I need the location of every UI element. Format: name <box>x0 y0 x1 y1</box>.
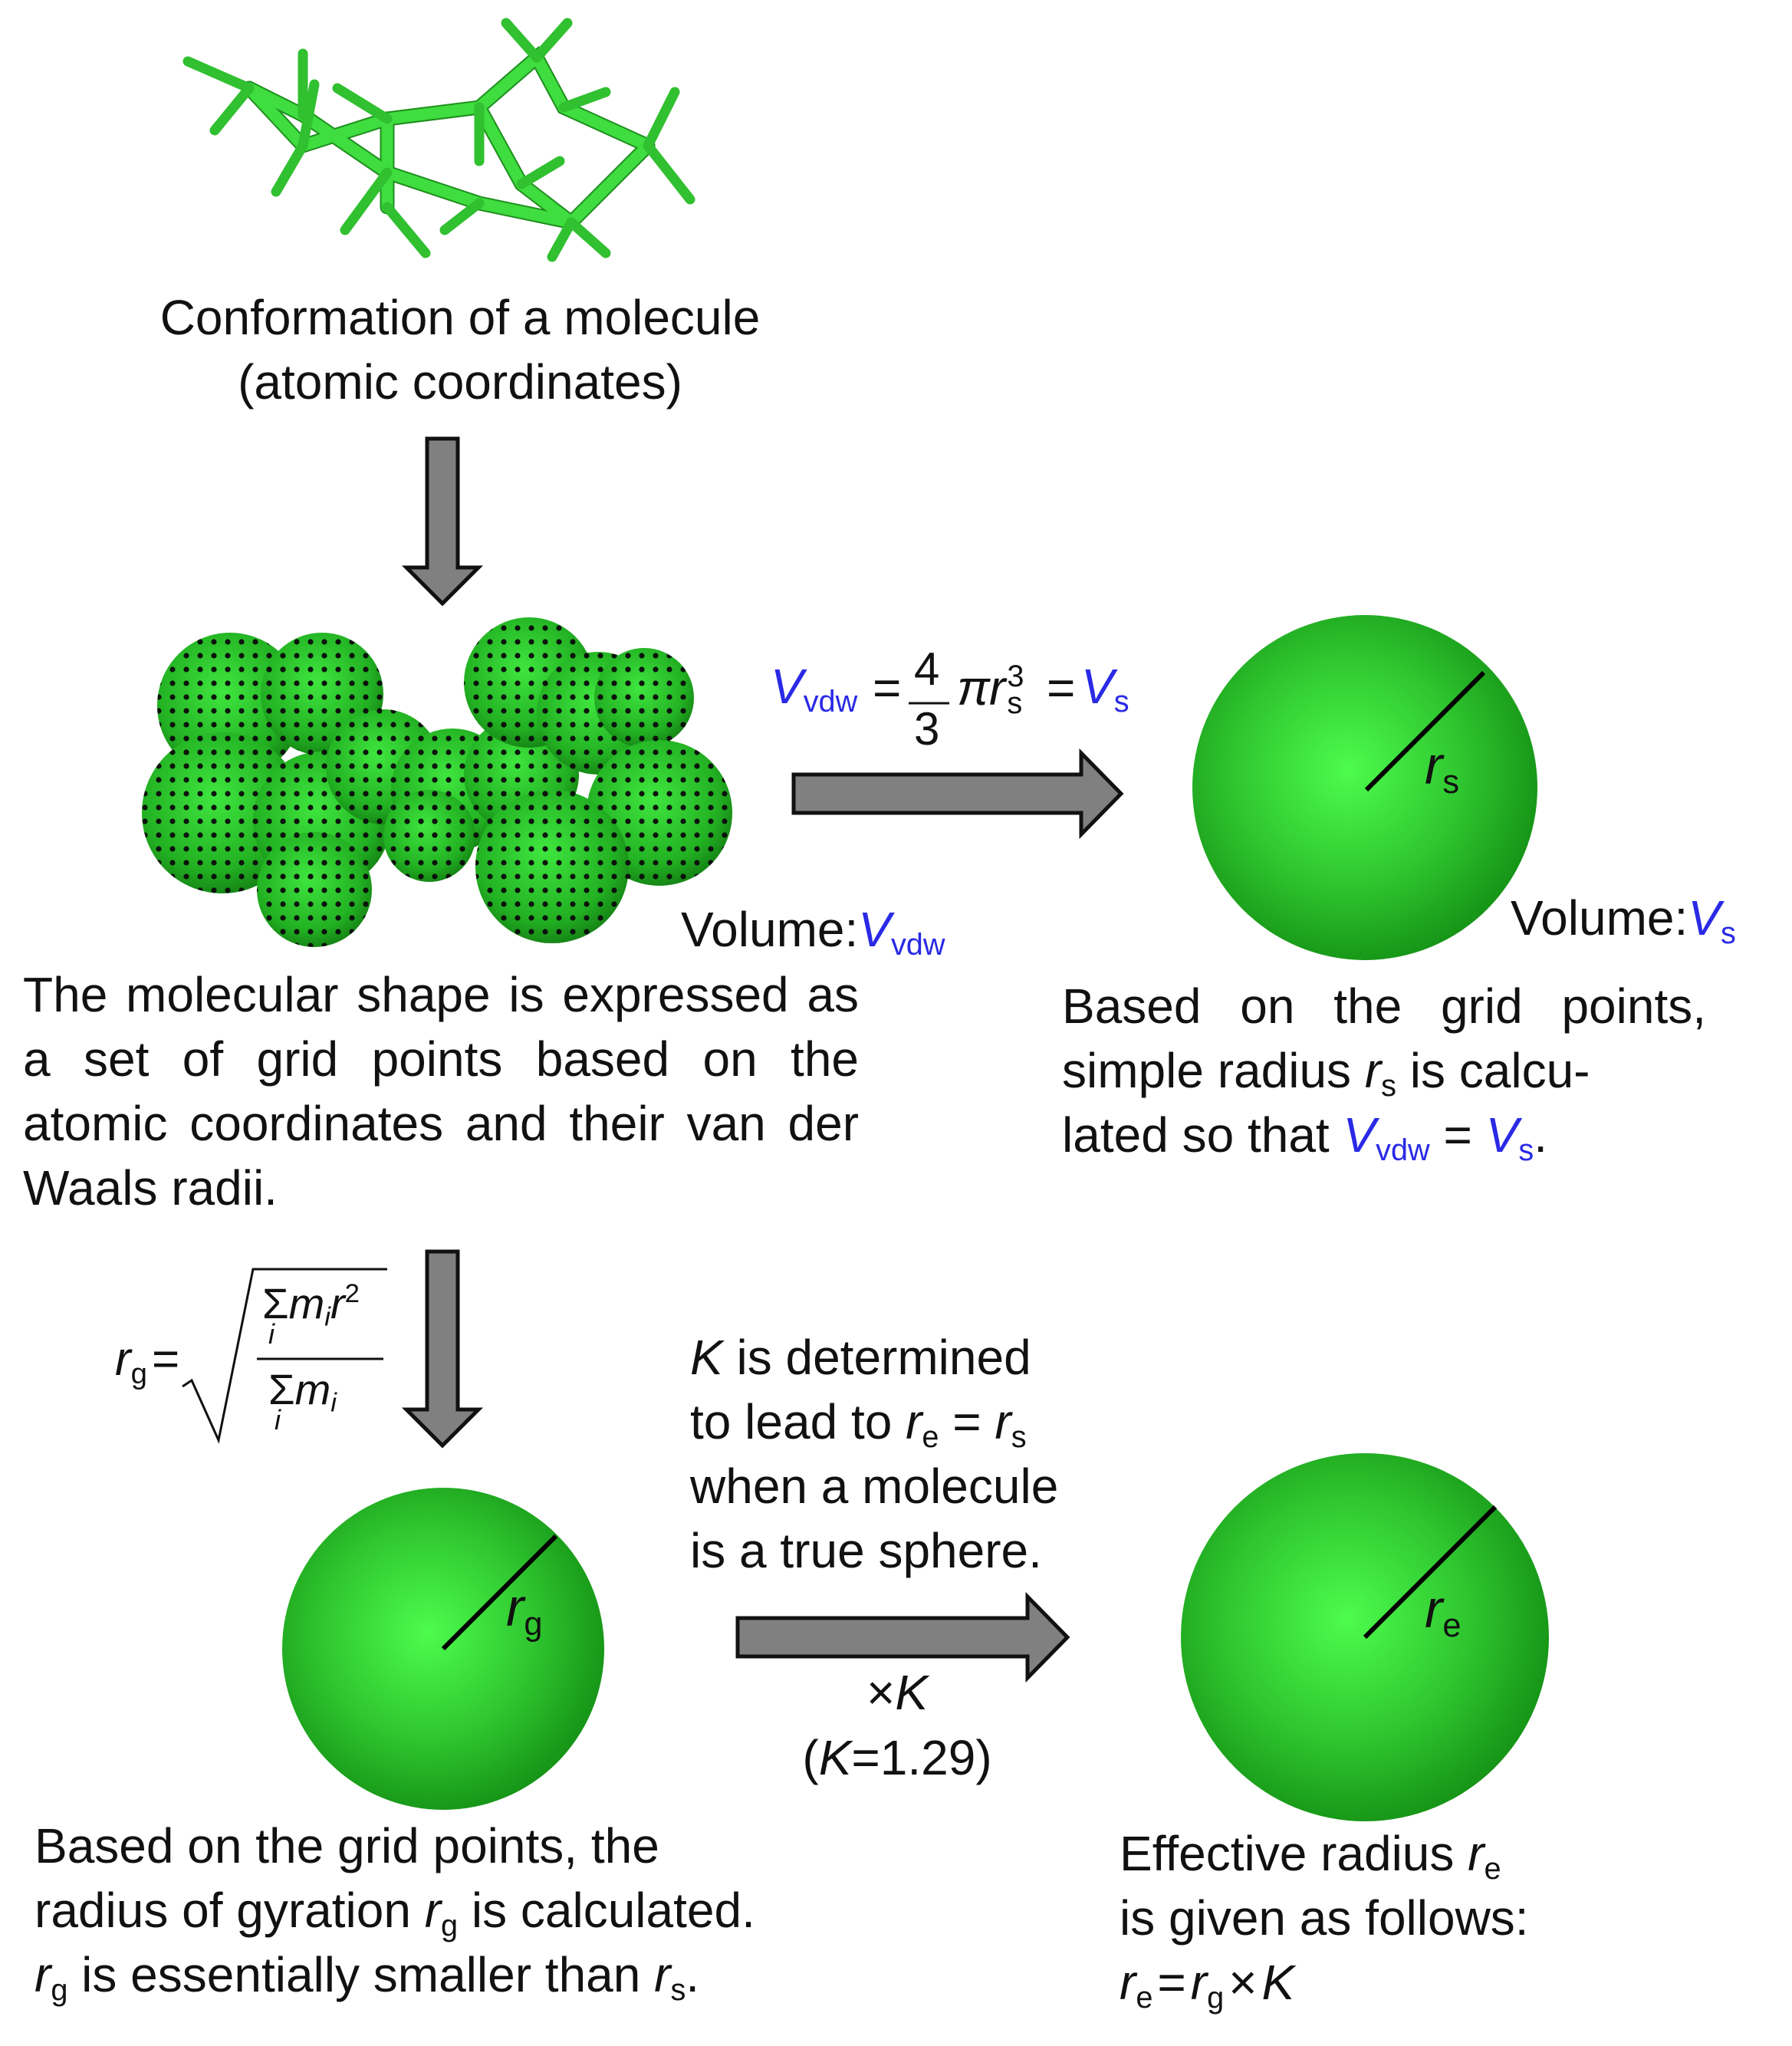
eq-equals-2: = <box>1047 660 1076 715</box>
k-determination-text: K is determined to lead to re = rs when … <box>690 1330 1059 1578</box>
grid-molecular-shape <box>142 617 732 947</box>
eq-vs: Vs <box>1081 659 1129 719</box>
right-arrow-2 <box>735 1591 1070 1683</box>
rg-label: rg <box>506 1577 543 1643</box>
eq-frac-num: 4 <box>914 643 940 695</box>
gyration-num-index: i <box>268 1318 275 1350</box>
eq-rs-cubed: r3s <box>989 660 1024 721</box>
volume-equation: Vvdw <box>771 659 858 719</box>
rs-label: rs <box>1425 735 1460 801</box>
rg-radius-line <box>441 1534 558 1651</box>
rs-radius-line <box>1364 670 1486 792</box>
down-arrow-2 <box>401 1249 484 1449</box>
eq-pi: π <box>957 660 990 715</box>
effective-radius-sphere <box>1181 1453 1549 1821</box>
re-label: re <box>1425 1579 1462 1645</box>
simple-radius-sphere <box>1192 615 1537 960</box>
sqrt-sign <box>182 1268 387 1444</box>
simple-radius-description: Based on the grid points, simple radius … <box>1062 979 1706 1104</box>
molecule-caption-line1: Conformation of a molecule <box>159 290 761 345</box>
volume-label: Volume: <box>681 902 859 957</box>
gyration-den-index: i <box>275 1404 281 1436</box>
effective-radius-formula: re=rg×K <box>1120 1955 1295 2015</box>
down-arrow-1 <box>401 436 484 607</box>
effective-radius-description: Effective radius re is given as follows:… <box>1120 1821 1595 2015</box>
eq-vvdw: Vvdw <box>771 659 858 719</box>
k-value-label: (K=1.29) <box>802 1730 992 1785</box>
eq-equals-1: = <box>873 660 902 715</box>
multiply-k-label: ×K <box>866 1665 929 1720</box>
molecule-stick-model <box>182 18 695 262</box>
eq-frac-den: 3 <box>914 703 940 755</box>
gyration-description: Based on the grid points, the radius of … <box>35 1818 755 2008</box>
volume-vs-label: Volume:Vs <box>1511 890 1736 951</box>
right-arrow-1 <box>791 748 1124 840</box>
volume-vvdw-symbol: Vvdw <box>858 902 945 962</box>
simple-radius-description-line3: lated so that Vvdw = Vs. <box>1062 1107 1547 1168</box>
molecule-caption: Conformation of a molecule (atomic coord… <box>77 285 843 414</box>
grid-shape-description: The molecular shape is expressed as a se… <box>23 967 859 1215</box>
re-radius-line <box>1363 1505 1498 1640</box>
molecule-caption-line2: (atomic coordinates) <box>238 354 682 410</box>
volume-vvdw-label: Volume:Vvdw <box>681 897 945 962</box>
gyration-numerator: Σmir2 <box>262 1279 360 1332</box>
gyration-formula-lhs: rg= <box>115 1333 180 1390</box>
gyration-denominator: Σmi <box>268 1365 337 1418</box>
gyration-radius-sphere <box>282 1488 604 1810</box>
